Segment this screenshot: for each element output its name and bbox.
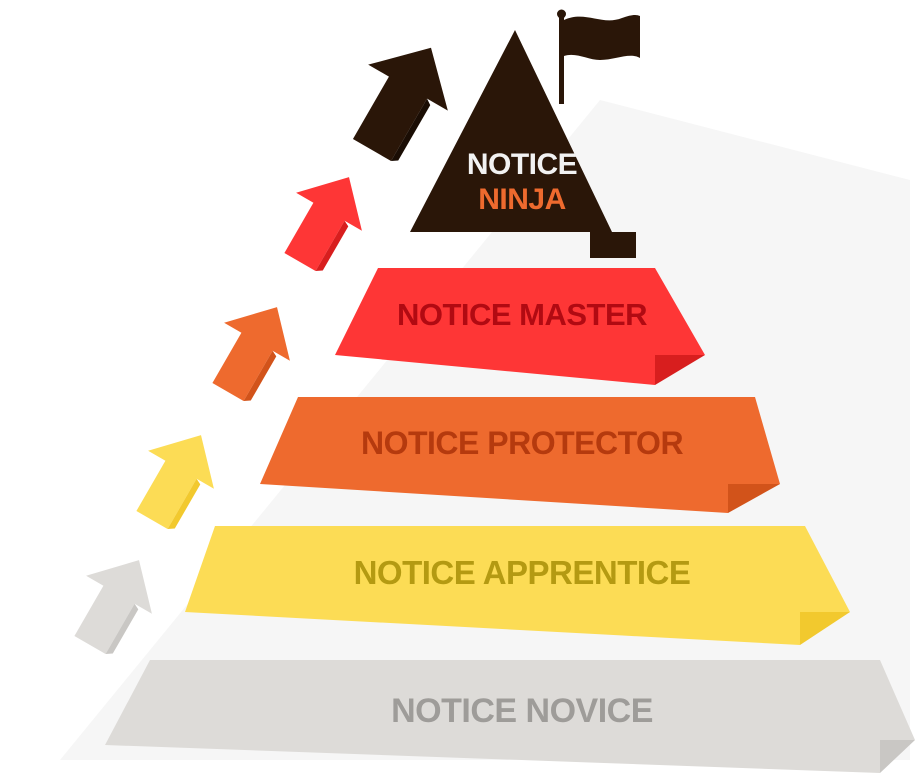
arrow-novice-icon [74, 560, 152, 654]
apprentice-band [185, 526, 850, 645]
arrow-apprentice-icon [136, 435, 214, 529]
level-novice: NOTICE NOVICE [105, 660, 915, 773]
apprentice-label: NOTICE APPRENTICE [354, 554, 691, 591]
flag-icon [557, 9, 640, 104]
novice-band [105, 660, 915, 773]
level-master: NOTICE MASTER [335, 268, 705, 385]
ninja-label-line2: NINJA [478, 183, 566, 216]
protector-band [260, 397, 780, 513]
arrow-protector-icon [212, 307, 290, 401]
apprentice-band-fold [800, 612, 850, 645]
level-ninja: NOTICE NINJA [410, 9, 640, 258]
master-band-fold [655, 355, 705, 385]
master-label: NOTICE MASTER [397, 297, 647, 332]
protector-label: NOTICE PROTECTOR [361, 425, 683, 461]
level-protector: NOTICE PROTECTOR [260, 397, 780, 513]
novice-label: NOTICE NOVICE [391, 692, 653, 730]
arrow-ninja-icon [352, 47, 448, 161]
master-band [335, 268, 705, 385]
arrow-master-icon [284, 177, 362, 271]
ninja-mountain [410, 30, 636, 258]
ninja-label-line1: NOTICE [467, 148, 577, 181]
level-apprentice: NOTICE APPRENTICE [185, 526, 850, 645]
protector-band-fold [728, 484, 780, 513]
novice-band-fold [880, 740, 915, 773]
